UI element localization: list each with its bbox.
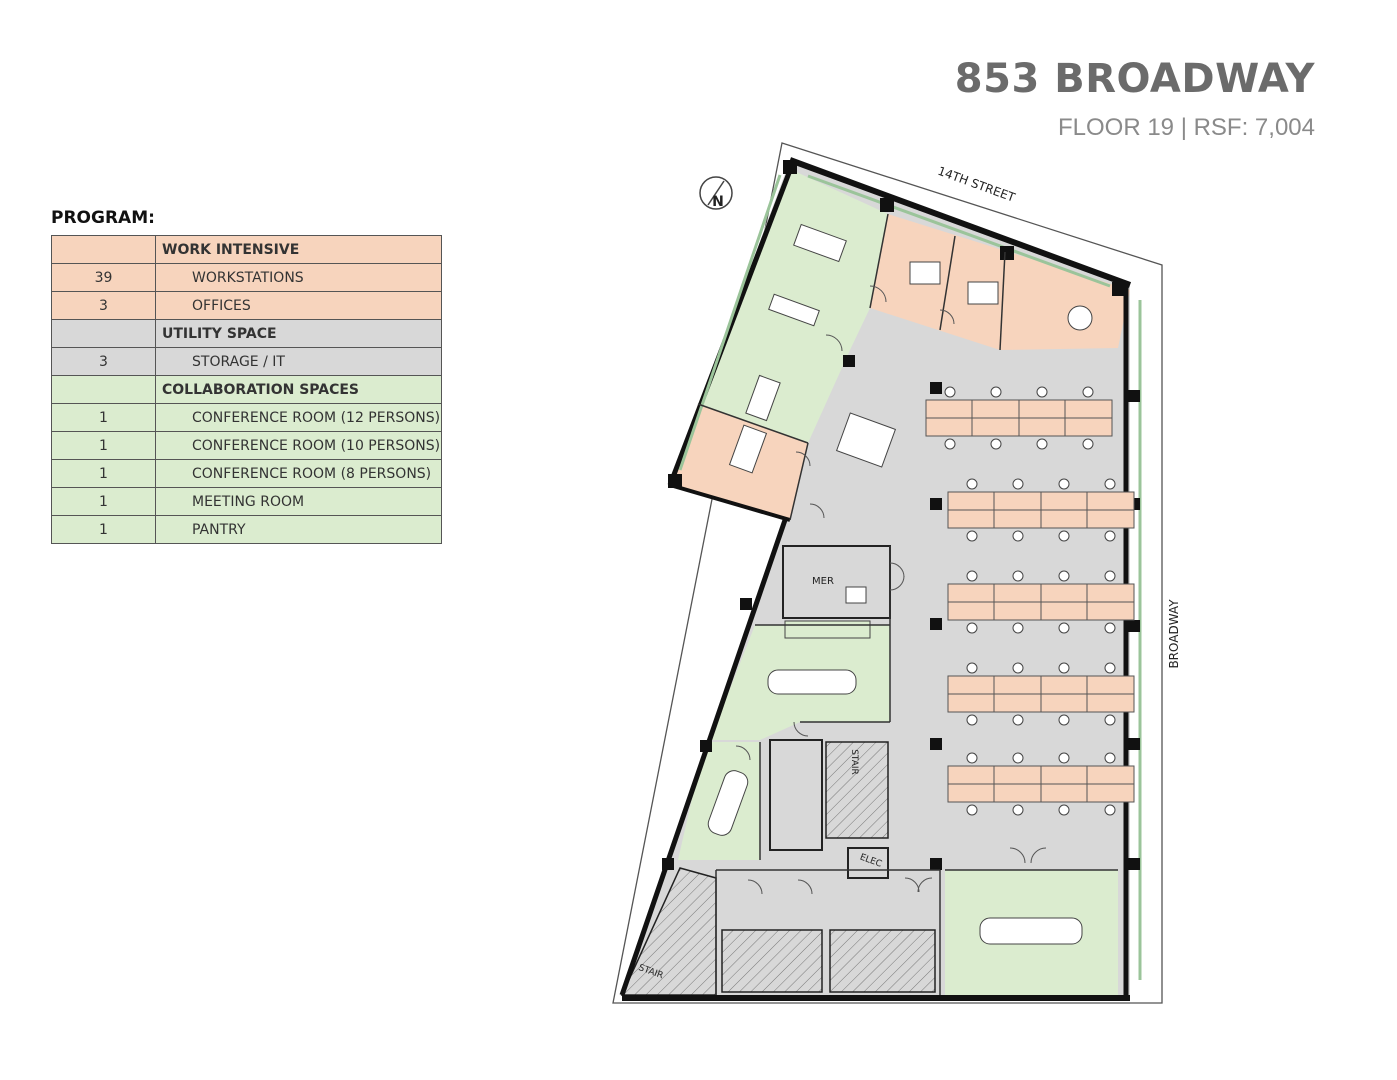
program-label: OFFICES xyxy=(155,291,442,320)
category-label: WORK INTENSIVE xyxy=(155,235,442,264)
program-row: 1 MEETING ROOM xyxy=(51,487,442,516)
building-setback-line xyxy=(612,142,1163,1004)
program-qty: 1 xyxy=(51,515,156,544)
exterior-wall-notch xyxy=(669,483,791,522)
elevator-shaft-1 xyxy=(721,929,823,993)
north-arrow-icon: N xyxy=(699,176,733,210)
street-label-north: 14TH STREET xyxy=(936,164,1018,205)
doors xyxy=(735,285,1047,895)
offices-north-zone xyxy=(870,214,1130,350)
page-subtitle: FLOOR 19 | RSF: 7,004 xyxy=(1057,114,1315,141)
program-qty: 3 xyxy=(51,347,156,376)
street-label-east: BROADWAY xyxy=(1167,599,1181,669)
conference-tables xyxy=(707,223,1093,945)
program-row: 3 OFFICES xyxy=(51,291,442,320)
elevator-shaft-2 xyxy=(829,929,936,993)
program-heading: PROGRAM: xyxy=(51,208,155,228)
chairs xyxy=(944,386,1116,816)
exterior-wall-west-lower xyxy=(619,519,788,996)
category-row-collaboration-spaces: COLLABORATION SPACES xyxy=(51,375,442,404)
program-label: STORAGE / IT xyxy=(155,347,442,376)
program-label: MEETING ROOM xyxy=(155,487,442,516)
room-label-stair-core: STAIR xyxy=(849,749,859,775)
program-qty: 1 xyxy=(51,459,156,488)
north-arrow-label: N xyxy=(712,194,724,210)
category-label: UTILITY SPACE xyxy=(155,319,442,348)
program-row: 1 PANTRY xyxy=(51,515,442,544)
program-label: CONFERENCE ROOM (10 PERSONS) xyxy=(155,431,442,460)
interior-walls xyxy=(697,213,1118,995)
program-label: WORKSTATIONS xyxy=(155,263,442,292)
program-label: PANTRY xyxy=(155,515,442,544)
program-qty: 39 xyxy=(51,263,156,292)
program-table: WORK INTENSIVE 39 WORKSTATIONS 3 OFFICES… xyxy=(51,235,442,544)
mer-room xyxy=(782,545,891,619)
exterior-wall-north xyxy=(788,157,1132,288)
workstation-dividers xyxy=(971,400,1088,802)
room-label-mer: MER xyxy=(812,576,834,587)
elec-room xyxy=(847,847,889,879)
stair-core-hatch xyxy=(825,741,889,839)
program-row: 39 WORKSTATIONS xyxy=(51,263,442,292)
program-label: CONFERENCE ROOM (8 PERSONS) xyxy=(155,459,442,488)
program-row: 1 CONFERENCE ROOM (10 PERSONS) xyxy=(51,431,442,460)
program-qty: 1 xyxy=(51,431,156,460)
program-row: 1 CONFERENCE ROOM (8 PERSONS) xyxy=(51,459,442,488)
program-qty: 3 xyxy=(51,291,156,320)
page-title: 853 BROADWAY xyxy=(954,56,1315,102)
pantry-zone xyxy=(784,620,871,639)
program-row: 3 STORAGE / IT xyxy=(51,347,442,376)
exterior-wall-west-upper xyxy=(667,164,795,486)
window-west xyxy=(678,174,782,471)
category-row-work-intensive: WORK INTENSIVE xyxy=(51,235,442,264)
restroom-block xyxy=(769,739,823,851)
window-north xyxy=(807,174,1111,288)
category-row-utility-space: UTILITY SPACE xyxy=(51,319,442,348)
columns xyxy=(662,160,1140,870)
